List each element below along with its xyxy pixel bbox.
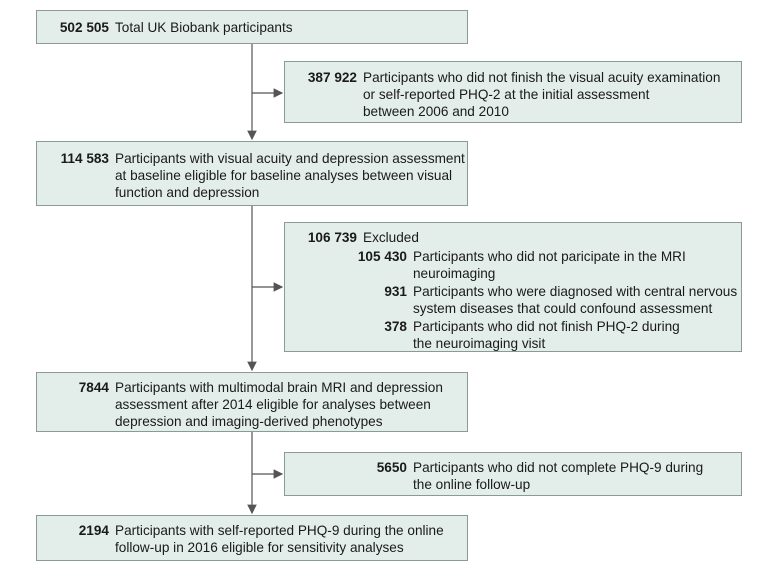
count-followup: 2194 xyxy=(78,523,109,538)
box-mri-eligible: 7844 Participants with multimodal brain … xyxy=(36,372,468,432)
count-no-phq2-imaging: 378 xyxy=(384,319,407,334)
box-total-participants: 502 505 Total UK Biobank participants xyxy=(36,10,468,44)
label-excluded: Excluded xyxy=(363,230,419,245)
count-cns-disease: 931 xyxy=(384,284,407,299)
count-total: 502 505 xyxy=(59,20,109,35)
box-followup-eligible: 2194 Participants with self-reported PHQ… xyxy=(36,515,468,561)
count-baseline: 114 583 xyxy=(60,151,109,166)
label-excluded-phq9: Participants who did not complete PHQ-9 … xyxy=(413,460,704,492)
label-cns-disease: Participants who were diagnosed with cen… xyxy=(413,284,738,316)
label-no-phq2-imaging: Participants who did not finish PHQ-2 du… xyxy=(413,319,680,351)
box-baseline-eligible: 114 583 Participants with visual acuity … xyxy=(36,141,468,206)
count-excluded-initial: 387 922 xyxy=(307,70,357,85)
count-excluded-phq9: 5650 xyxy=(376,460,407,475)
label-total: Total UK Biobank participants xyxy=(115,20,293,35)
box-excluded-phq9: 5650 Participants who did not complete P… xyxy=(284,452,742,496)
count-excluded-mri: 106 739 xyxy=(307,230,357,245)
label-excluded-initial: Participants who did not finish the visu… xyxy=(363,70,721,119)
box-excluded-initial: 387 922 Participants who did not finish … xyxy=(284,61,742,123)
label-mri: Participants with multimodal brain MRI a… xyxy=(115,380,443,429)
label-followup: Participants with self-reported PHQ-9 du… xyxy=(115,523,444,555)
box-excluded-mri: 106 739 Excluded 105 430 Participants wh… xyxy=(284,222,742,352)
label-baseline: Participants with visual acuity and depr… xyxy=(115,151,465,200)
label-no-mri: Participants who did not paricipate in t… xyxy=(413,249,686,281)
count-mri: 7844 xyxy=(78,380,109,395)
count-no-mri: 105 430 xyxy=(357,249,407,264)
